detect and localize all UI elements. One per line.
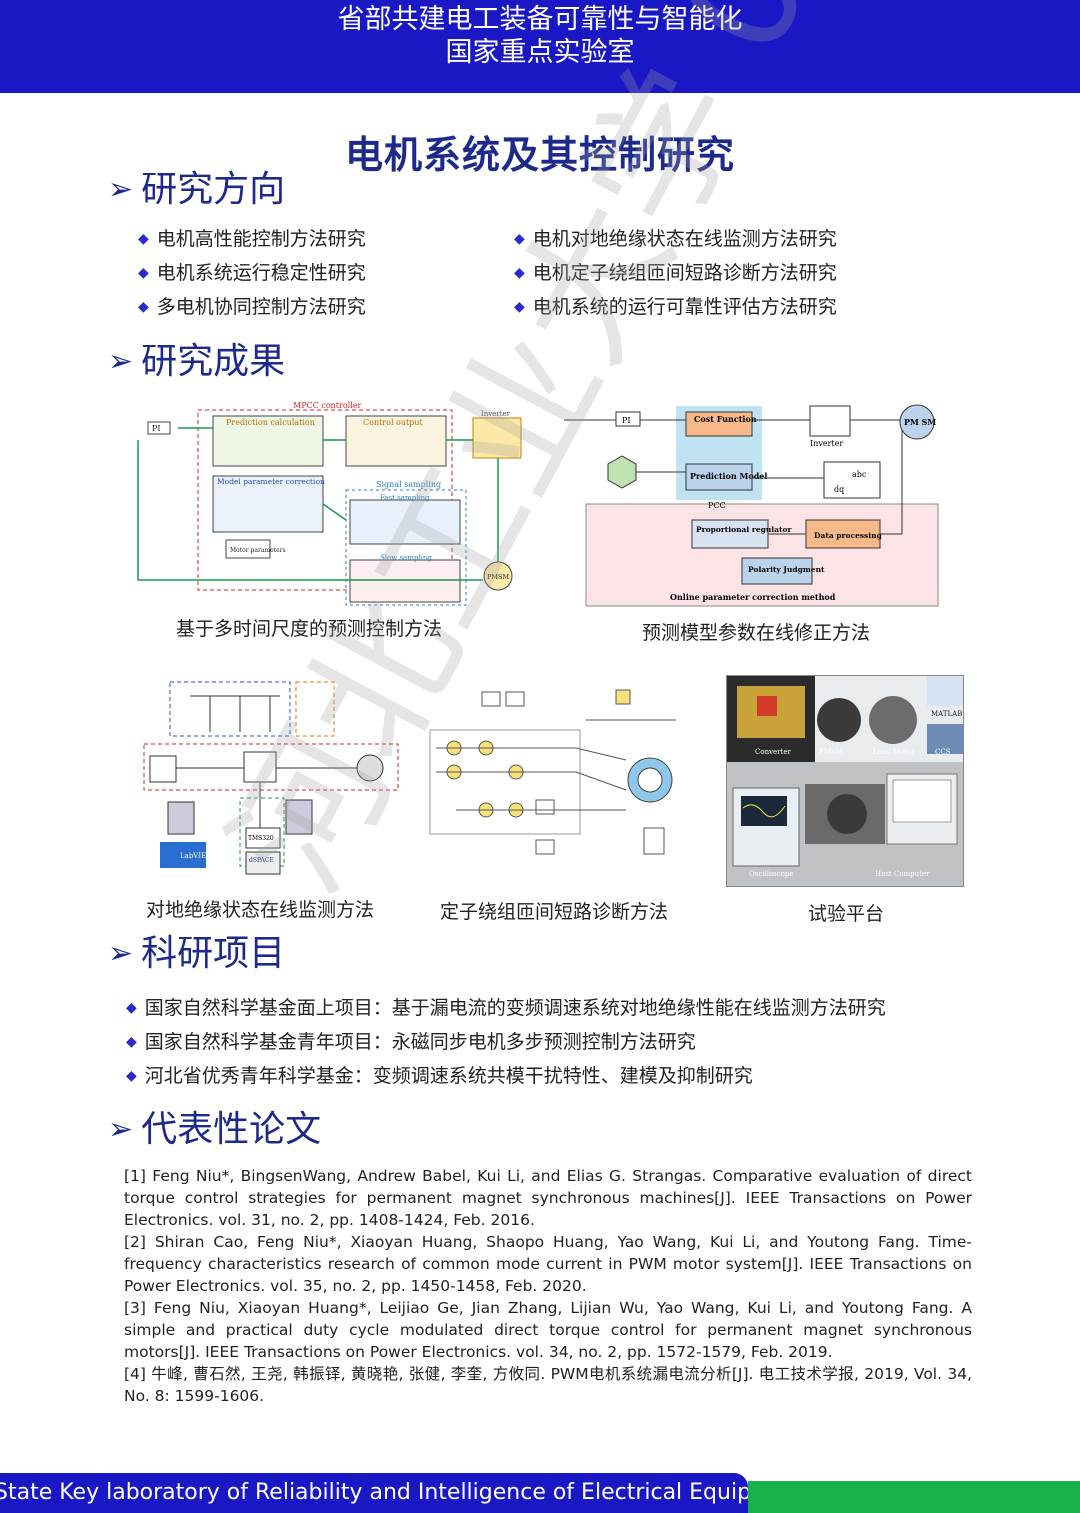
fig2-label: Inverter [810,439,843,448]
direction-item: ◆电机定子绕组匝间短路诊断方法研究 [514,262,837,284]
fig1-label: PMSM [487,573,509,581]
fig5-label: PMSM [819,748,843,756]
diamond-bullet-icon: ◆ [514,299,525,315]
figure-caption: 试验平台 [808,903,885,925]
section-heading-papers: ➢代表性论文 [108,1109,322,1150]
fig2-label: abc [852,470,867,479]
figure-caption: 对地绝缘状态在线监测方法 [146,899,375,921]
direction-item: ◆电机高性能控制方法研究 [138,228,366,250]
fig2-label: Proportional regulator [696,525,792,534]
fig1-label: MPCC controller [293,401,362,410]
fig5-label: Load Motor [873,748,915,756]
paper-reference: [4] 牛峰, 曹石然, 王尧, 韩振铎, 黄晓艳, 张健, 李奎, 方攸同. … [124,1365,972,1405]
fig2-label: PM SM [904,417,936,427]
section-heading-projects: ➢科研项目 [108,933,286,974]
figure-mpcc-diagram: MPCC controller Prediction calculation C… [118,400,528,610]
fig2-label: Polarity Judgment [748,565,825,574]
fig5-label: Oscilloscope [749,870,794,878]
footer-text: State Key laboratory of Reliability and … [0,1480,748,1505]
diamond-bullet-icon: ◆ [126,1068,137,1084]
arrow-icon: ➢ [108,172,134,207]
header-title-line2: 国家重点实验室 [445,37,635,68]
footer-green-bar [748,1481,1080,1513]
direction-item: ◆电机系统运行稳定性研究 [138,262,366,284]
page-title: 电机系统及其控制研究 [344,133,735,177]
fig5-label: Converter [755,748,791,756]
figure-caption: 定子绕组匝间短路诊断方法 [440,901,669,923]
fig2-label: Cost Function [694,414,757,424]
fig1-label: Signal sampling [376,480,441,489]
project-item: ◆国家自然科学基金面上项目：基于漏电流的变频调速系统对地绝缘性能在线监测方法研究 [126,997,886,1019]
header-banner: 省部共建电工装备可靠性与智能化 国家重点实验室 [0,0,1080,93]
diamond-bullet-icon: ◆ [138,265,149,281]
figure-parameter-correction-diagram: Cost Function Prediction Model PCC PI In… [552,400,942,608]
fig1-label: Control output [363,418,424,427]
fig5-label: CCS [935,748,951,756]
fig1-label: Motor parameters [230,547,286,554]
arrow-icon: ➢ [108,936,134,971]
diamond-bullet-icon: ◆ [126,1034,137,1050]
paper-reference: [2] Shiran Cao, Feng Niu*, Xiaoyan Huang… [124,1233,972,1295]
header-title-line1: 省部共建电工装备可靠性与智能化 [337,4,743,35]
diamond-bullet-icon: ◆ [514,231,525,247]
arrow-icon: ➢ [108,1112,134,1147]
diamond-bullet-icon: ◆ [514,265,525,281]
fig5-label: MATLAB [931,710,962,718]
fig3-label: dSPACE [249,857,274,864]
fig2-label: dq [834,485,844,494]
footer-bar: State Key laboratory of Reliability and … [0,1473,748,1513]
direction-item: ◆电机系统的运行可靠性评估方法研究 [514,296,837,318]
section-heading-results: ➢研究成果 [108,341,286,382]
fig2-label: Online parameter correction method [670,592,836,602]
fig1-label: Prediction calculation [226,418,315,427]
project-item: ◆国家自然科学基金青年项目：永磁同步电机多步预测控制方法研究 [126,1031,696,1053]
fig1-label: Model parameter correction [217,477,325,486]
figure-caption: 基于多时间尺度的预测控制方法 [176,618,443,640]
figure-caption: 预测模型参数在线修正方法 [642,622,871,644]
direction-item: ◆电机对地绝缘状态在线监测方法研究 [514,228,837,250]
figure-test-platform-photo: MATLAB CCS Converter PMSM Load Motor Osc… [726,675,964,887]
figure-short-circuit-diagnosis-diagram [426,680,688,890]
arrow-icon: ➢ [108,344,134,379]
diamond-bullet-icon: ◆ [138,231,149,247]
fig1-label: Inverter [481,410,511,418]
paper-list: [1] Feng Niu*, BingsenWang, Andrew Babel… [124,1165,972,1407]
fig3-label: TMS320 [248,835,274,842]
paper-reference: [3] Feng Niu, Xiaoyan Huang*, Leijiao Ge… [124,1299,972,1361]
project-item: ◆河北省优秀青年科学基金：变频调速系统共模干扰特性、建模及抑制研究 [126,1065,753,1087]
fig1-label: Fast sampling [380,494,430,502]
direction-item: ◆多电机协同控制方法研究 [138,296,366,318]
fig2-label: PI [622,416,631,425]
diamond-bullet-icon: ◆ [126,1000,137,1016]
paper-reference: [1] Feng Niu*, BingsenWang, Andrew Babel… [124,1167,972,1229]
figure-insulation-monitoring-diagram: LabVIEW TMS320 dSPACE [140,676,408,886]
fig2-label: Data processing [814,531,883,540]
fig2-label: Prediction Model [690,471,767,481]
section-heading-directions: ➢研究方向 [108,169,286,210]
fig1-label: Slow sampling [380,554,432,562]
diamond-bullet-icon: ◆ [138,299,149,315]
fig5-label: Host Computer [875,870,930,878]
fig3-label: LabVIEW [180,852,214,860]
fig1-label: PI [152,424,161,433]
fig2-label: PCC [708,501,726,510]
